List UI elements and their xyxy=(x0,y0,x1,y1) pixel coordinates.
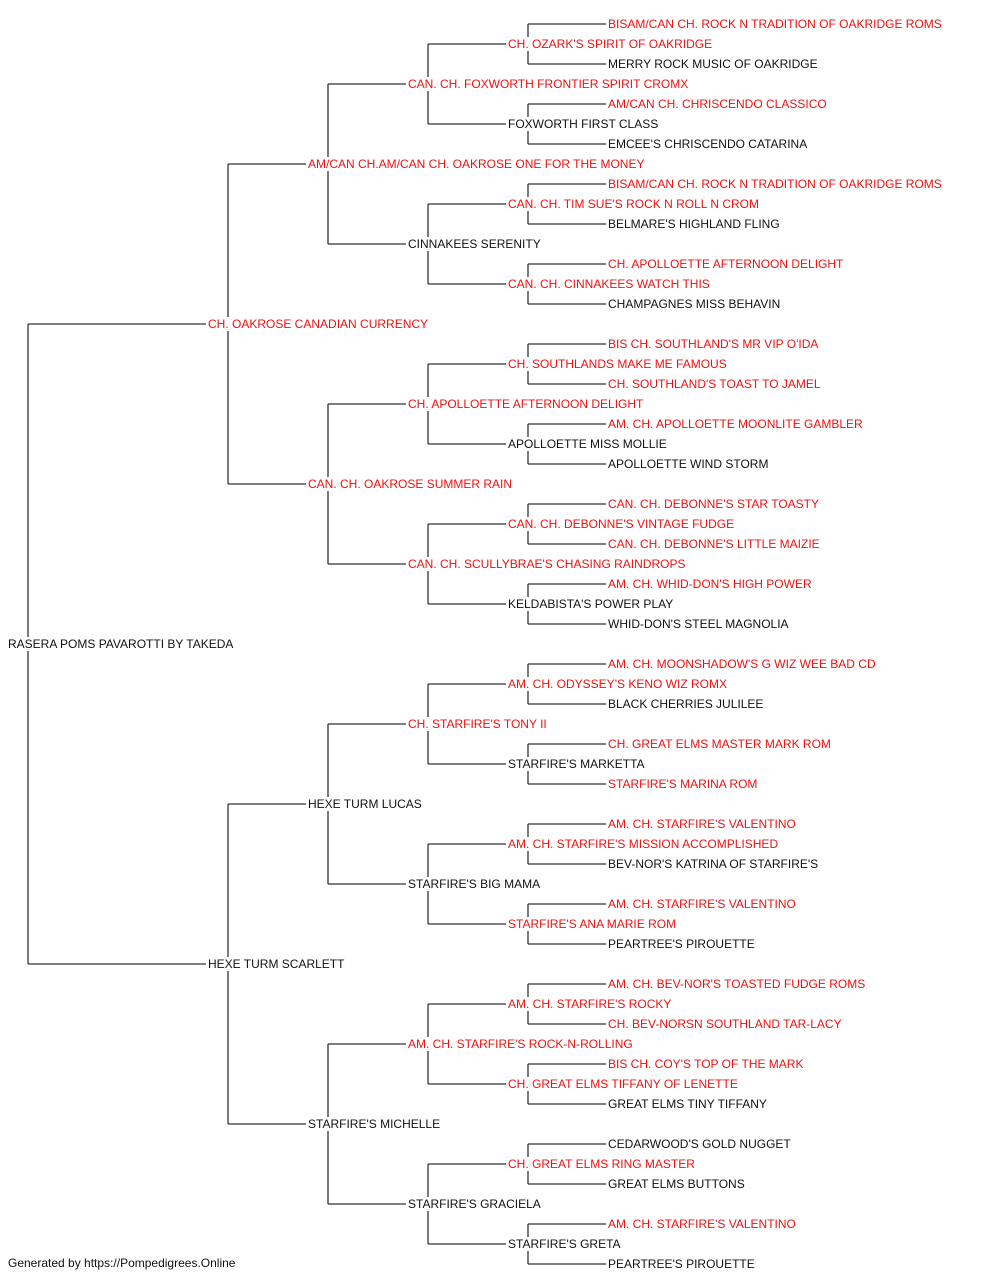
ancestor-gen5-name: AM. CH. MOONSHADOW'S G WIZ WEE BAD CD xyxy=(607,657,877,671)
ancestor-gen5-name: CAN. CH. DEBONNE'S LITTLE MAIZIE xyxy=(607,537,821,551)
ancestor-gen2-name: STARFIRE'S MICHELLE xyxy=(307,1117,442,1131)
ancestor-gen3-name: STARFIRE'S BIG MAMA xyxy=(407,877,542,891)
ancestor-gen5-name: BIS CH. SOUTHLAND'S MR VIP O'IDA xyxy=(607,337,820,351)
subject-name: RASERA POMS PAVAROTTI BY TAKEDA xyxy=(7,637,235,651)
footer-credit: Generated by https://Pompedigrees.Online xyxy=(8,1256,236,1270)
ancestor-gen4-name: STARFIRE'S MARKETTA xyxy=(507,757,646,771)
ancestor-gen5-name: STARFIRE'S MARINA ROM xyxy=(607,777,759,791)
ancestor-gen1-name: HEXE TURM SCARLETT xyxy=(207,957,346,971)
ancestor-gen5-name: GREAT ELMS BUTTONS xyxy=(607,1177,746,1191)
ancestor-gen5-name: BIS CH. COY'S TOP OF THE MARK xyxy=(607,1057,805,1071)
ancestor-gen2-name: CAN. CH. OAKROSE SUMMER RAIN xyxy=(307,477,514,491)
ancestor-gen5-name: BISAM/CAN CH. ROCK N TRADITION OF OAKRID… xyxy=(607,177,943,191)
ancestor-gen5-name: CAN. CH. DEBONNE'S STAR TOASTY xyxy=(607,497,820,511)
ancestor-gen5-name: AM. CH. STARFIRE'S VALENTINO xyxy=(607,1217,797,1231)
ancestor-gen3-name: CH. STARFIRE'S TONY II xyxy=(407,717,548,731)
ancestor-gen5-name: AM. CH. STARFIRE'S VALENTINO xyxy=(607,897,797,911)
ancestor-gen5-name: AM. CH. WHID-DON'S HIGH POWER xyxy=(607,577,813,591)
ancestor-gen3-name: AM. CH. STARFIRE'S ROCK-N-ROLLING xyxy=(407,1037,634,1051)
ancestor-gen4-name: AM. CH. ODYSSEY'S KENO WIZ ROMX xyxy=(507,677,728,691)
ancestor-gen4-name: APOLLOETTE MISS MOLLIE xyxy=(507,437,668,451)
ancestor-gen5-name: WHID-DON'S STEEL MAGNOLIA xyxy=(607,617,790,631)
ancestor-gen5-name: GREAT ELMS TINY TIFFANY xyxy=(607,1097,768,1111)
ancestor-gen5-name: BEV-NOR'S KATRINA OF STARFIRE'S xyxy=(607,857,820,871)
ancestor-gen4-name: STARFIRE'S ANA MARIE ROM xyxy=(507,917,678,931)
ancestor-gen4-name: CAN. CH. TIM SUE'S ROCK N ROLL N CROM xyxy=(507,197,760,211)
ancestor-gen3-name: CH. APOLLOETTE AFTERNOON DELIGHT xyxy=(407,397,645,411)
ancestor-gen5-name: BLACK CHERRIES JULILEE xyxy=(607,697,765,711)
ancestor-gen4-name: CH. OZARK'S SPIRIT OF OAKRIDGE xyxy=(507,37,714,51)
ancestor-gen4-name: CH. SOUTHLANDS MAKE ME FAMOUS xyxy=(507,357,728,371)
ancestor-gen3-name: CAN. CH. FOXWORTH FRONTIER SPIRIT CROMX xyxy=(407,77,690,91)
ancestor-gen3-name: STARFIRE'S GRACIELA xyxy=(407,1197,542,1211)
ancestor-gen4-name: AM. CH. STARFIRE'S ROCKY xyxy=(507,997,673,1011)
ancestor-gen2-name: HEXE TURM LUCAS xyxy=(307,797,423,811)
ancestor-gen4-name: AM. CH. STARFIRE'S MISSION ACCOMPLISHED xyxy=(507,837,780,851)
ancestor-gen5-name: BELMARE'S HIGHLAND FLING xyxy=(607,217,781,231)
ancestor-gen4-name: FOXWORTH FIRST CLASS xyxy=(507,117,660,131)
ancestor-gen4-name: CH. GREAT ELMS TIFFANY OF LENETTE xyxy=(507,1077,739,1091)
ancestor-gen4-name: CAN. CH. DEBONNE'S VINTAGE FUDGE xyxy=(507,517,736,531)
ancestor-gen5-name: MERRY ROCK MUSIC OF OAKRIDGE xyxy=(607,57,819,71)
ancestor-gen1-name: CH. OAKROSE CANADIAN CURRENCY xyxy=(207,317,430,331)
ancestor-gen5-name: CH. GREAT ELMS MASTER MARK ROM xyxy=(607,737,832,751)
ancestor-gen4-name: STARFIRE'S GRETA xyxy=(507,1237,622,1251)
ancestor-gen3-name: CAN. CH. SCULLYBRAE'S CHASING RAINDROPS xyxy=(407,557,687,571)
ancestor-gen5-name: CEDARWOOD'S GOLD NUGGET xyxy=(607,1137,792,1151)
ancestor-gen4-name: KELDABISTA'S POWER PLAY xyxy=(507,597,675,611)
ancestor-gen4-name: CH. GREAT ELMS RING MASTER xyxy=(507,1157,696,1171)
ancestor-gen5-name: PEARTREE'S PIROUETTE xyxy=(607,937,756,951)
ancestor-gen5-name: AM. CH. APOLLOETTE MOONLITE GAMBLER xyxy=(607,417,864,431)
ancestor-gen5-name: AM. CH. STARFIRE'S VALENTINO xyxy=(607,817,797,831)
ancestor-gen5-name: EMCEE'S CHRISCENDO CATARINA xyxy=(607,137,809,151)
ancestor-gen5-name: PEARTREE'S PIROUETTE xyxy=(607,1257,756,1271)
ancestor-gen5-name: APOLLOETTE WIND STORM xyxy=(607,457,770,471)
ancestor-gen5-name: CH. SOUTHLAND'S TOAST TO JAMEL xyxy=(607,377,822,391)
ancestor-gen5-name: BISAM/CAN CH. ROCK N TRADITION OF OAKRID… xyxy=(607,17,943,31)
ancestor-gen5-name: AM. CH. BEV-NOR'S TOASTED FUDGE ROMS xyxy=(607,977,867,991)
ancestor-gen5-name: CHAMPAGNES MISS BEHAVIN xyxy=(607,297,782,311)
ancestor-gen5-name: CH. APOLLOETTE AFTERNOON DELIGHT xyxy=(607,257,845,271)
ancestor-gen5-name: AM/CAN CH. CHRISCENDO CLASSICO xyxy=(607,97,828,111)
ancestor-gen3-name: CINNAKEES SERENITY xyxy=(407,237,542,251)
ancestor-gen4-name: CAN. CH. CINNAKEES WATCH THIS xyxy=(507,277,711,291)
ancestor-gen5-name: CH. BEV-NORSN SOUTHLAND TAR-LACY xyxy=(607,1017,843,1031)
ancestor-gen2-name: AM/CAN CH.AM/CAN CH. OAKROSE ONE FOR THE… xyxy=(307,157,646,171)
